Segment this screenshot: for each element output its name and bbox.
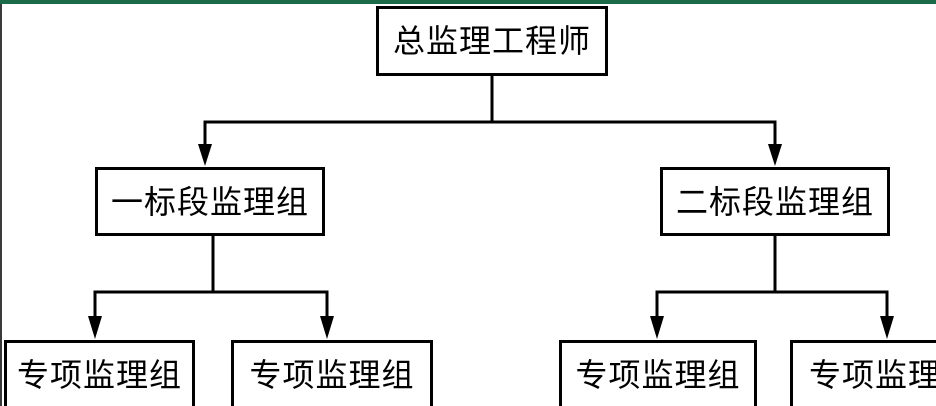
node-label: 一标段监理组 [110, 182, 309, 221]
arrowhead-leaf-2 [320, 316, 334, 339]
arrowhead-leaf-3 [650, 316, 664, 339]
arrowhead-leaf-4 [880, 316, 894, 339]
node-label: 总监理工程师 [392, 22, 591, 60]
top-frame-bar [0, 0, 936, 4]
node-special-team-3: 专项监理组 [559, 340, 757, 406]
arrowhead-section-2 [768, 144, 782, 166]
node-special-team-2: 专项监理组 [231, 340, 433, 406]
arrowhead-leaf-1 [88, 316, 102, 339]
node-section-1-team: 一标段监理组 [95, 167, 325, 236]
node-special-team-1: 专项监理组 [4, 340, 195, 406]
node-label: 专项监理组 [16, 355, 182, 394]
node-label: 专项监理组 [575, 355, 741, 394]
left-frame-border [0, 4, 2, 406]
arrowhead-section-1 [198, 144, 212, 166]
node-label: 专项监理 [809, 355, 936, 394]
node-label: 二标段监理组 [675, 182, 874, 221]
node-section-2-team: 二标段监理组 [660, 167, 890, 236]
node-label: 专项监理组 [249, 355, 415, 394]
node-special-team-4: 专项监理 [790, 340, 936, 406]
node-chief-supervisor: 总监理工程师 [376, 6, 608, 76]
